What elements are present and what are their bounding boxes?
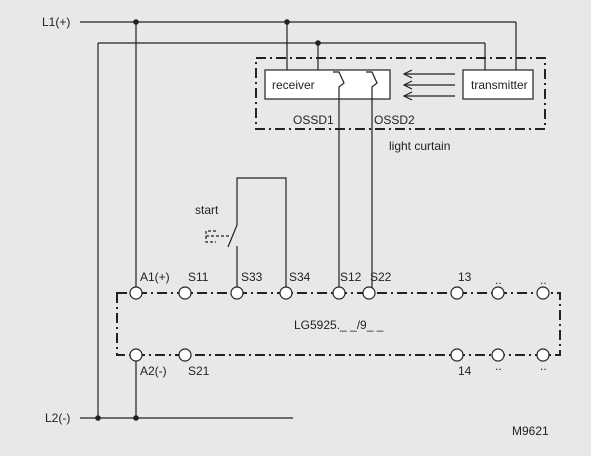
start-button-contact-icon bbox=[227, 224, 238, 248]
s12-label: S12 bbox=[340, 270, 362, 284]
terminal-13 bbox=[450, 286, 464, 300]
l2-junction-receiver bbox=[315, 40, 321, 46]
l1-label: L1(+) bbox=[42, 15, 70, 29]
terminal-dots2-label: .. bbox=[540, 273, 547, 287]
l1-junction-receiver bbox=[284, 19, 290, 25]
terminal-s22 bbox=[362, 286, 376, 300]
terminal-dots1-label: .. bbox=[495, 273, 502, 287]
receiver-label: receiver bbox=[272, 78, 315, 92]
l2-label: L2(-) bbox=[45, 411, 70, 425]
start-label: start bbox=[195, 203, 219, 217]
transmitter-box bbox=[462, 69, 534, 100]
terminal-s21 bbox=[178, 348, 192, 362]
light-curtain-enclosure bbox=[255, 57, 546, 130]
terminal-dots3 bbox=[491, 348, 505, 362]
figure-id: M9621 bbox=[512, 424, 549, 438]
device-label: LG5925._ _/9_ _ bbox=[294, 318, 384, 332]
terminal-dots4 bbox=[536, 348, 550, 362]
top-terminals bbox=[129, 286, 550, 300]
terminal-14-label: 14 bbox=[458, 364, 472, 378]
s22-label: S22 bbox=[370, 270, 392, 284]
s21-label: S21 bbox=[188, 364, 210, 378]
terminal-dots1 bbox=[491, 286, 505, 300]
light-beam-arrows-icon bbox=[402, 69, 455, 101]
l2-junction-a2 bbox=[133, 415, 139, 421]
l1-junction-a1 bbox=[133, 19, 139, 25]
terminal-s12 bbox=[332, 286, 346, 300]
s33-label: S33 bbox=[241, 270, 263, 284]
transmitter-label: transmitter bbox=[471, 78, 528, 92]
terminal-dots2 bbox=[536, 286, 550, 300]
terminal-s34 bbox=[279, 286, 293, 300]
terminal-dots4-label: .. bbox=[540, 359, 547, 373]
light-curtain-label: light curtain bbox=[389, 139, 450, 153]
receiver-box bbox=[264, 69, 391, 100]
s34-label: S34 bbox=[289, 270, 311, 284]
bottom-terminals bbox=[129, 348, 550, 362]
terminal-14 bbox=[450, 348, 464, 362]
l2-junction-riser bbox=[95, 415, 101, 421]
ossd1-label: OSSD1 bbox=[293, 113, 334, 127]
terminal-13-label: 13 bbox=[458, 270, 472, 284]
terminal-a1 bbox=[129, 286, 143, 300]
ossd1-contact-icon bbox=[333, 71, 345, 99]
terminal-dots3-label: .. bbox=[495, 359, 502, 373]
terminal-s33 bbox=[230, 286, 244, 300]
terminal-a2 bbox=[129, 348, 143, 362]
terminal-s11 bbox=[178, 286, 192, 300]
a1-label: A1(+) bbox=[140, 270, 170, 284]
ossd2-contact-icon bbox=[366, 71, 378, 99]
a2-label: A2(-) bbox=[140, 364, 167, 378]
s11-label: S11 bbox=[188, 270, 209, 284]
start-loop-wire bbox=[236, 177, 287, 293]
ossd2-label: OSSD2 bbox=[374, 113, 415, 127]
